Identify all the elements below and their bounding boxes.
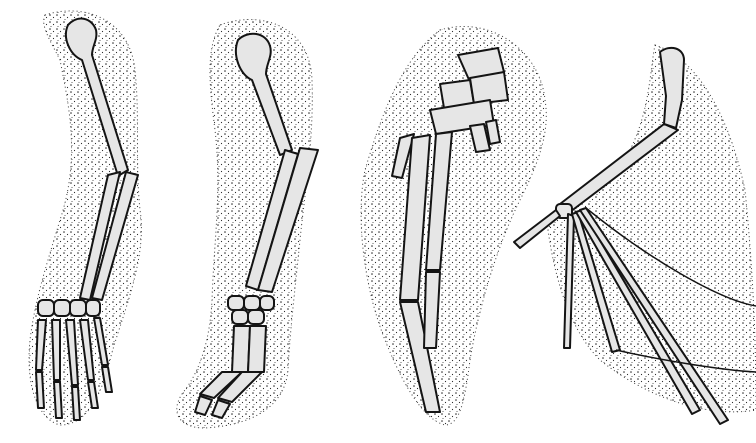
carpal (228, 296, 244, 310)
carpal (244, 296, 260, 310)
limb-panel-4 (514, 45, 756, 424)
carpal (54, 300, 70, 316)
carpal (38, 300, 54, 316)
finger-2-tip (54, 382, 62, 418)
long-finger-2-tip (424, 272, 440, 348)
finger-3-tip (72, 387, 80, 420)
carpal (232, 310, 248, 324)
finger-2 (52, 320, 60, 380)
limb-panel-1 (29, 11, 141, 425)
carpal (248, 310, 264, 324)
finger-5-tip (102, 367, 112, 392)
finger-1-tip (36, 372, 44, 408)
limb-panel-3 (361, 26, 546, 425)
carpal (260, 296, 274, 310)
metacarpal (248, 326, 266, 372)
carpal (86, 300, 100, 316)
limb-panel-2 (177, 20, 318, 428)
carpal (70, 300, 86, 316)
